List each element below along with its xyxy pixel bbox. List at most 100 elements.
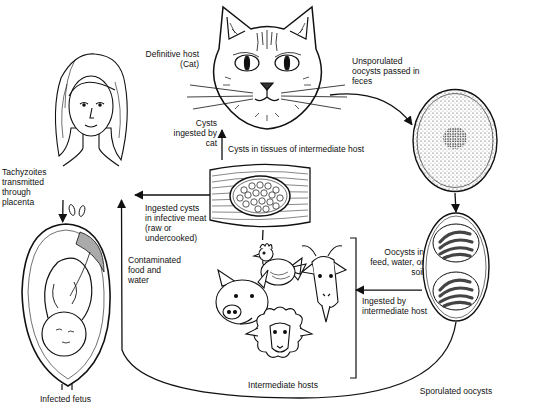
intermediate-hosts [263, 260, 265, 265]
cat-head [275, 55, 299, 71]
tissue-cyst [257, 182, 263, 188]
intermediate-hosts [284, 331, 287, 334]
intermediate-hosts [302, 262, 346, 274]
unsporulated-oocyst [443, 127, 467, 149]
intermediate-hosts [259, 247, 273, 261]
cycle-arrow [62, 200, 64, 222]
cat-head [214, 7, 322, 129]
cycle-arrow [356, 289, 422, 290]
intermediate-hosts [260, 244, 272, 250]
woman-head [63, 134, 119, 166]
cycle-arrow [262, 230, 264, 240]
sporulated-oocyst [423, 213, 489, 321]
cycle-arrow [135, 194, 210, 195]
cat-head [255, 90, 279, 101]
intermediate-hosts [270, 323, 290, 352]
intermediate-hosts [274, 331, 277, 334]
cycle-arrow [330, 94, 412, 125]
fetus-in-uterus [56, 329, 74, 343]
node-label: Definitive host (Cat) [143, 49, 199, 69]
node-label: Unsporulated oocysts passed in feces [352, 56, 432, 86]
intermediate-hosts [330, 275, 333, 278]
tissue-cyst [237, 182, 283, 212]
unsporulated-oocyst [417, 94, 493, 188]
woman-head [69, 82, 115, 96]
cat-head [285, 56, 290, 70]
tissue-cyst [259, 198, 265, 204]
cat-head [230, 23, 305, 35]
tissue-cyst [210, 164, 310, 226]
intermediate-hosts [223, 305, 241, 319]
tachyzoites [78, 205, 86, 217]
node-label: Infected fetus [18, 394, 113, 404]
sporulated-oocyst [426, 216, 486, 318]
unsporulated-oocyst [413, 90, 497, 192]
intermediate-hosts [228, 311, 231, 314]
tissue-cyst [253, 190, 259, 196]
cycle-arrow [455, 193, 456, 212]
intermediate-hosts [270, 272, 290, 279]
sporulated-oocyst [423, 213, 489, 321]
sporulated-oocyst [444, 254, 470, 258]
intermediate-hosts [319, 275, 322, 278]
cat-head [227, 17, 308, 39]
tachyzoites [68, 204, 76, 216]
tissue-cyst [263, 206, 269, 212]
intermediate-hosts [277, 346, 283, 348]
cyst-node: Cysts in tissues of intermediate host [210, 160, 310, 230]
intermediate-hosts [234, 311, 237, 314]
woman-head [69, 76, 113, 136]
tissue-cyst [277, 195, 283, 201]
sporulated-oocyst [433, 272, 479, 310]
cycle-arrow [221, 130, 222, 160]
intermediate-hosts [323, 294, 330, 296]
fetus-in-uterus [62, 384, 72, 390]
cat-head [245, 56, 250, 70]
intermediate-hosts [312, 256, 338, 308]
woman-head [55, 54, 127, 160]
fetus-in-uterus [28, 230, 104, 379]
oocyst-node: Sporulated oocysts [422, 212, 490, 322]
tissue-cyst [273, 203, 279, 209]
edge-label: Ingested cysts in infective meat (raw or… [145, 203, 207, 243]
intermediate-hosts [254, 307, 303, 357]
edge-label: Oocysts in feed, water, or soil [364, 247, 424, 277]
node-label: Intermediate hosts [210, 380, 356, 390]
tissue-cyst [269, 192, 275, 198]
tissue-cyst [261, 190, 267, 196]
fetus-in-uterus [53, 282, 77, 308]
intermediate-hosts [216, 244, 346, 358]
tissue-cyst [251, 199, 257, 205]
sporulated-oocyst [444, 302, 470, 306]
intermediate-hosts [302, 246, 342, 256]
fetus-in-uterus [22, 224, 110, 390]
intermediate-hosts [322, 306, 330, 322]
tissue-cyst [243, 201, 249, 207]
oocyst-node: Unsporulated oocysts passed in feces [412, 88, 498, 193]
host-node: Definitive host (Cat) [205, 5, 330, 130]
host-bracket [350, 238, 356, 378]
fetus-in-uterus [42, 312, 86, 356]
woman-head [62, 60, 121, 138]
intermediate-hosts [251, 295, 254, 298]
intermediate-hosts [263, 252, 265, 254]
tissue-cyst [230, 176, 290, 216]
cat-head [235, 55, 259, 71]
cat-head [187, 85, 347, 109]
tissue-cyst [255, 206, 261, 212]
sporulated-oocyst [433, 224, 479, 262]
woman-head [99, 104, 101, 106]
hosts-node: Intermediate hosts [210, 240, 356, 360]
tissue-cyst [237, 195, 243, 201]
tissue-cyst [245, 192, 251, 198]
woman-head [85, 125, 97, 127]
node-label: Sporulated oocysts [397, 386, 515, 396]
tissue-cyst [212, 171, 308, 219]
tissue-cyst [233, 179, 287, 213]
human-node [45, 48, 135, 200]
tachyzoites [68, 204, 86, 217]
tissue-cyst [267, 199, 273, 205]
